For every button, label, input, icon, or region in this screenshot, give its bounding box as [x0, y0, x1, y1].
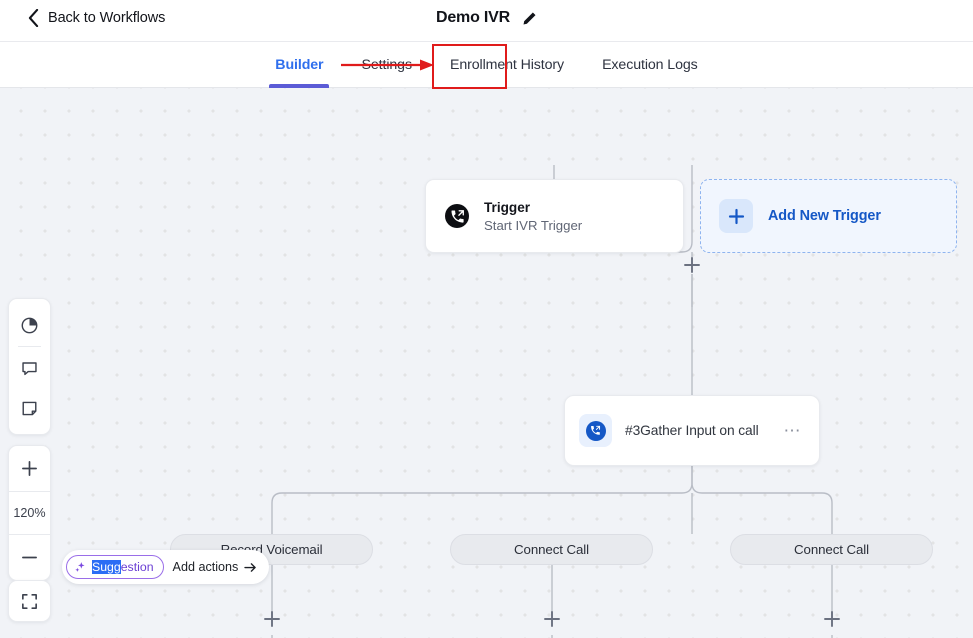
node-gather-input-label: #3Gather Input on call: [625, 423, 759, 438]
workflow-title-group: Demo IVR: [0, 9, 973, 27]
tab-enrollment-history-label: Enrollment History: [449, 56, 565, 73]
zoom-panel: 120%: [8, 445, 51, 581]
tab-execution-logs[interactable]: Execution Logs: [583, 42, 717, 88]
pencil-icon[interactable]: [522, 11, 537, 26]
tab-settings[interactable]: Settings: [342, 42, 430, 88]
analytics-button[interactable]: [9, 305, 50, 345]
add-step-button-trunk[interactable]: [683, 256, 701, 274]
branch-label: Connect Call: [794, 542, 869, 557]
trigger-card-title: Trigger: [484, 199, 531, 215]
add-actions-button[interactable]: Add actions: [173, 560, 258, 574]
suggestion-selected-text: Sugg: [92, 560, 121, 574]
node-gather-input[interactable]: #3Gather Input on call ⋯: [564, 395, 820, 466]
tab-execution-logs-label: Execution Logs: [602, 56, 698, 73]
add-step-button-branch-1[interactable]: [263, 610, 281, 628]
notes-button[interactable]: [9, 388, 50, 428]
fit-to-screen-button[interactable]: [8, 580, 51, 622]
tool-divider: [18, 346, 41, 347]
tab-settings-label: Settings: [361, 56, 412, 73]
fullscreen-icon: [22, 593, 37, 609]
branch-connect-call-2[interactable]: Connect Call: [730, 534, 933, 565]
tab-enrollment-history[interactable]: Enrollment History: [431, 42, 583, 88]
branch-connect-call-1[interactable]: Connect Call: [450, 534, 653, 565]
back-to-workflows-button[interactable]: Back to Workflows: [28, 9, 165, 27]
trigger-card[interactable]: Trigger Start IVR Trigger: [425, 179, 684, 253]
add-new-trigger-button[interactable]: Add New Trigger: [700, 179, 957, 253]
workflow-canvas[interactable]: Trigger Start IVR Trigger Add New Trigge…: [0, 88, 973, 638]
ellipsis-icon[interactable]: ⋯: [783, 420, 802, 440]
suggestion-rest-text: estion: [120, 560, 154, 574]
plus-icon: [22, 461, 37, 476]
zoom-level-display[interactable]: 120%: [9, 491, 50, 535]
note-icon: [22, 401, 37, 415]
pie-chart-icon: [21, 317, 38, 333]
suggestion-bar: Suggestion Add actions: [62, 550, 270, 584]
plus-icon: [719, 199, 753, 233]
top-bar: Back to Workflows Demo IVR: [0, 0, 973, 42]
back-to-workflows-label: Back to Workflows: [48, 10, 166, 26]
arrow-right-icon: [244, 562, 257, 572]
branch-label: Connect Call: [514, 542, 589, 557]
add-new-trigger-label: Add New Trigger: [768, 208, 881, 224]
add-step-button-branch-3[interactable]: [823, 610, 841, 628]
sparkle-icon: [74, 561, 87, 574]
suggestion-pill[interactable]: Suggestion: [66, 555, 164, 579]
zoom-in-button[interactable]: [9, 446, 50, 491]
trigger-card-subtitle: Start IVR Trigger: [484, 217, 583, 233]
comments-button[interactable]: [9, 348, 50, 388]
tab-bar: Builder Settings Enrollment History Exec…: [0, 42, 973, 88]
minus-icon: [22, 556, 37, 559]
canvas-tool-panel: [8, 298, 51, 435]
chevron-left-icon: [28, 9, 39, 27]
trigger-card-text: Trigger Start IVR Trigger: [484, 199, 582, 234]
phone-outgoing-icon: [444, 203, 470, 229]
phone-outgoing-icon: [579, 414, 612, 447]
add-step-button-branch-2[interactable]: [543, 610, 561, 628]
comment-icon: [22, 361, 37, 375]
suggestion-pill-label: Suggestion: [92, 560, 154, 574]
zoom-out-button[interactable]: [9, 535, 50, 580]
tab-builder[interactable]: Builder: [256, 42, 342, 88]
tab-builder-label: Builder: [275, 56, 324, 73]
add-actions-label: Add actions: [172, 560, 239, 574]
page-title: Demo IVR: [436, 9, 510, 26]
